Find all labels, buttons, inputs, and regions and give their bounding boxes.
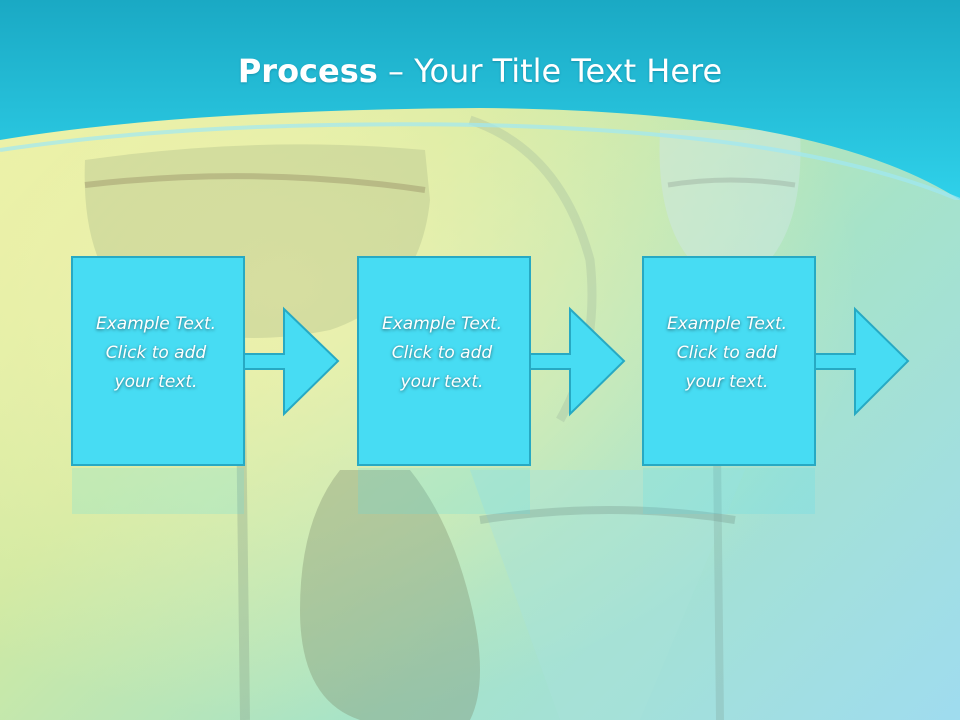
process-step-2[interactable]: Example Text. Click to add your text. [356, 256, 696, 516]
step-3-line-3: your text. [685, 372, 769, 392]
title-light: – Your Title Text Here [377, 52, 723, 90]
arrow-right-icon [529, 306, 626, 417]
arrow-right-icon [243, 306, 340, 417]
title-strong: Process [237, 52, 378, 90]
step-1-line-1: Example Text. [95, 314, 217, 334]
arrow-right-icon [814, 306, 910, 417]
process-step-1[interactable]: Example Text. Click to add your text. [70, 256, 410, 516]
step-3-text[interactable]: Example Text. Click to add your text. [641, 310, 813, 397]
step-2-shape [357, 256, 626, 514]
step-3-line-2: Click to add [676, 343, 778, 363]
step-1-line-3: your text. [114, 372, 198, 392]
step-2-line-3: your text. [400, 372, 484, 392]
step-1-shape [71, 256, 340, 514]
step-3-reflection [643, 468, 815, 514]
step-1-reflection [72, 468, 244, 514]
step-2-line-1: Example Text. [381, 314, 503, 334]
step-2-reflection [358, 468, 530, 514]
step-2-text[interactable]: Example Text. Click to add your text. [356, 310, 528, 397]
step-1-text[interactable]: Example Text. Click to add your text. [70, 310, 242, 397]
step-3-shape [642, 256, 910, 514]
step-3-line-1: Example Text. [666, 314, 788, 334]
slide-title[interactable]: Process – Your Title Text Here [0, 52, 960, 90]
process-step-3[interactable]: Example Text. Click to add your text. [641, 256, 941, 516]
step-2-line-2: Click to add [391, 343, 493, 363]
step-1-line-2: Click to add [105, 343, 207, 363]
header-band [0, 0, 960, 200]
